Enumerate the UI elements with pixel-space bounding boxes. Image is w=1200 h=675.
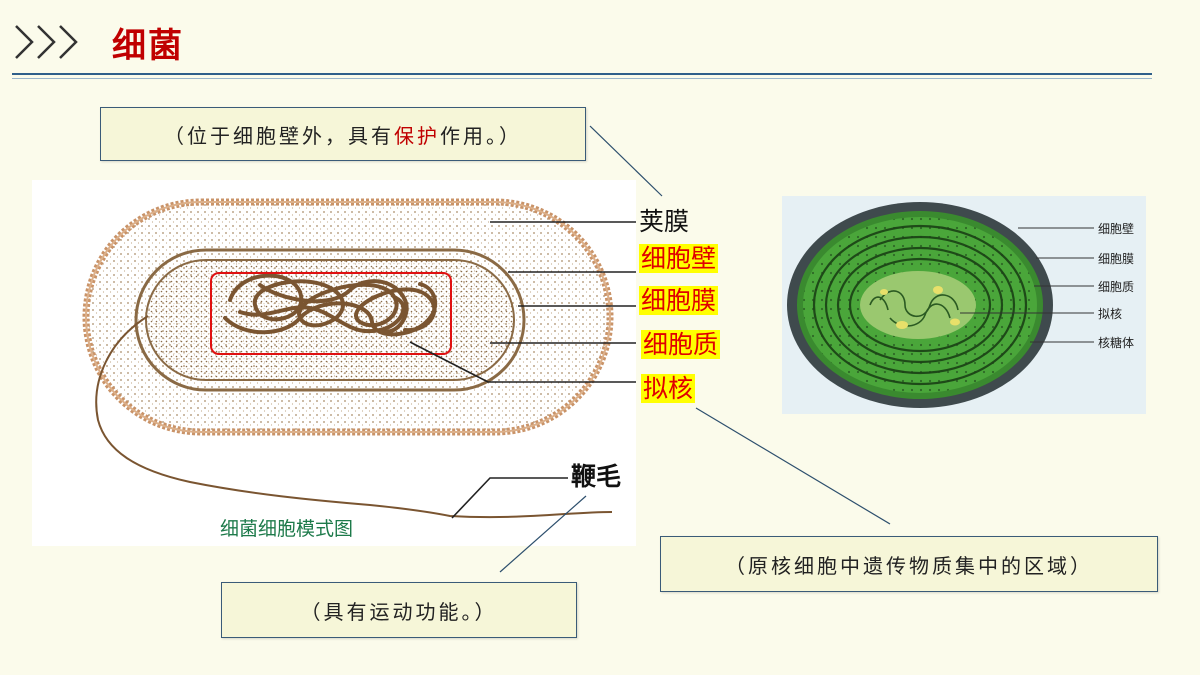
label-cell-membrane: 细胞膜 xyxy=(639,286,719,315)
capsule-outline xyxy=(85,201,611,433)
label-cell-wall: 细胞壁 xyxy=(639,244,719,273)
triple-chevron-right-icon xyxy=(15,25,78,59)
nucleoid-highlight-box xyxy=(210,272,452,355)
nucleoid-shape xyxy=(223,273,438,337)
diagram-caption: 细菌细胞模式图 xyxy=(220,518,354,540)
micrograph-label-ribosome: 核糖体 xyxy=(1098,336,1135,350)
capsule-note: （位于细胞壁外，具有保护作用。） xyxy=(100,107,586,161)
label-cytoplasm: 细胞质 xyxy=(641,330,721,359)
micrograph-label-cytoplasm: 细胞质 xyxy=(1098,280,1135,294)
flagellum-note: （具有运动功能。） xyxy=(221,582,577,638)
label-capsule: 荚膜 xyxy=(639,207,690,236)
bacterium-micrograph xyxy=(787,202,1094,408)
capsule-note-prefix: （位于细胞壁外，具有 xyxy=(164,123,394,148)
flagellum-shape xyxy=(95,315,613,519)
page-title: 细菌 xyxy=(112,26,184,66)
micrograph-nucleoid xyxy=(860,271,976,339)
cell-wall-shape xyxy=(134,248,526,392)
header-divider-thin xyxy=(12,78,1152,79)
callout-connectors xyxy=(499,125,891,573)
header-divider xyxy=(12,73,1152,75)
nucleoid-note: （原核细胞中遗传物质集中的区域） xyxy=(660,536,1158,592)
label-nucleoid: 拟核 xyxy=(641,374,696,403)
micrograph-label-nucleoid: 拟核 xyxy=(1098,307,1123,321)
label-flagellum: 鞭毛 xyxy=(571,462,622,491)
micrograph-label-cell-membrane: 细胞膜 xyxy=(1098,252,1135,266)
bacterium-model xyxy=(82,198,614,519)
capsule-note-emphasis: 保护 xyxy=(394,123,440,148)
label-leaders xyxy=(409,221,636,519)
capsule-note-suffix: 作用。） xyxy=(440,123,522,148)
micrograph-label-cell-wall: 细胞壁 xyxy=(1098,222,1135,236)
